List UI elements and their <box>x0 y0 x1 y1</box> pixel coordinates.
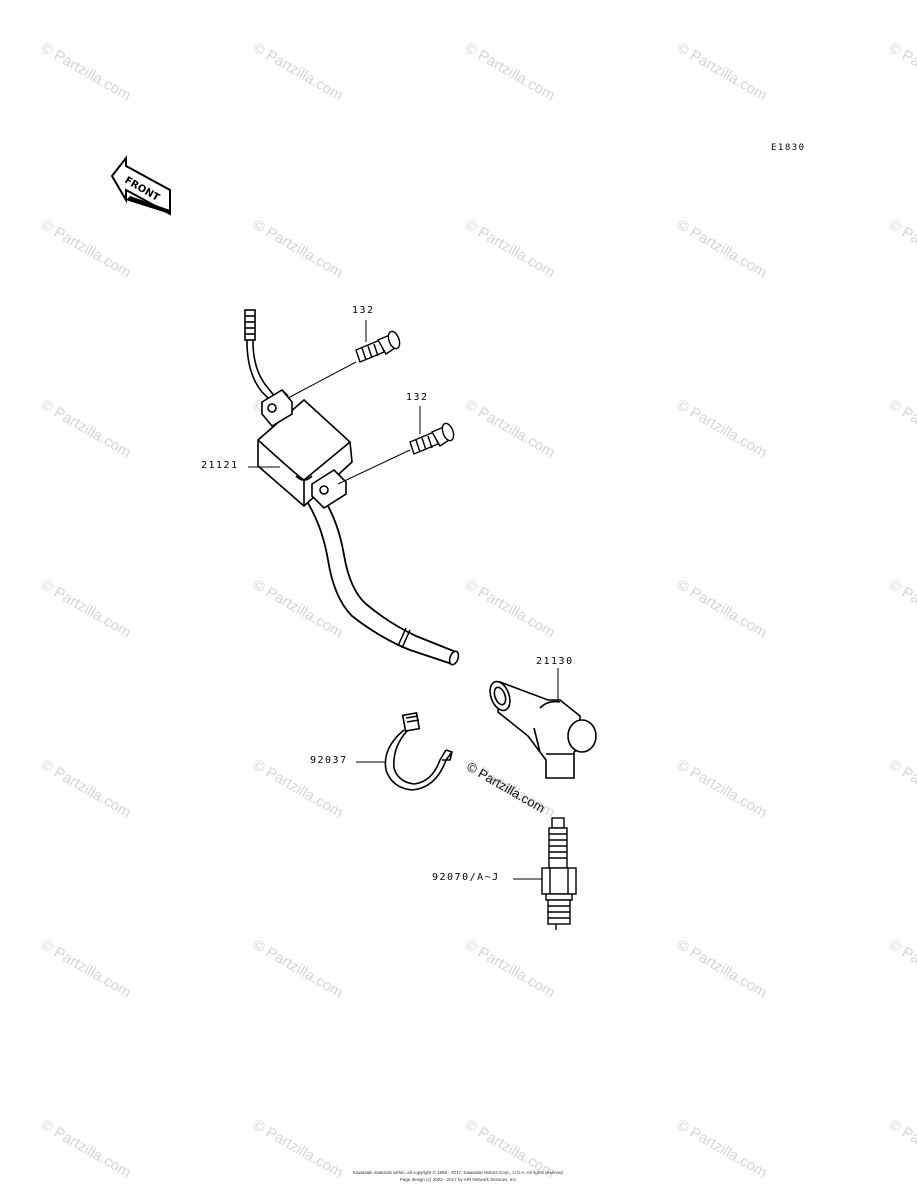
label-bolt-lower: 132 <box>406 392 429 403</box>
clamp-icon <box>384 711 453 791</box>
copyright-line-2: Page design (c) 2002 - 2017 by ARI Netwo… <box>399 1177 518 1182</box>
diagram-code: E1830 <box>771 143 806 153</box>
label-ignition-coil: 21121 <box>201 460 239 471</box>
label-bolt-upper: 132 <box>352 305 375 316</box>
label-spark-plug-cap: 21130 <box>536 656 574 667</box>
label-clamp: 92037 <box>310 755 348 766</box>
spark-plug-icon <box>541 817 577 930</box>
ignition-coil <box>244 309 460 666</box>
leader-lines <box>248 320 559 880</box>
spark-plug-cap-icon <box>489 680 597 779</box>
front-arrow-icon: FRONT <box>110 155 171 216</box>
copyright-line-1: Kawasaki materials within, all copyright… <box>353 1170 564 1175</box>
bolt-lower-icon <box>409 422 455 455</box>
bolt-upper-icon <box>355 330 401 363</box>
label-spark-plug: 92070/A~J <box>432 872 500 883</box>
